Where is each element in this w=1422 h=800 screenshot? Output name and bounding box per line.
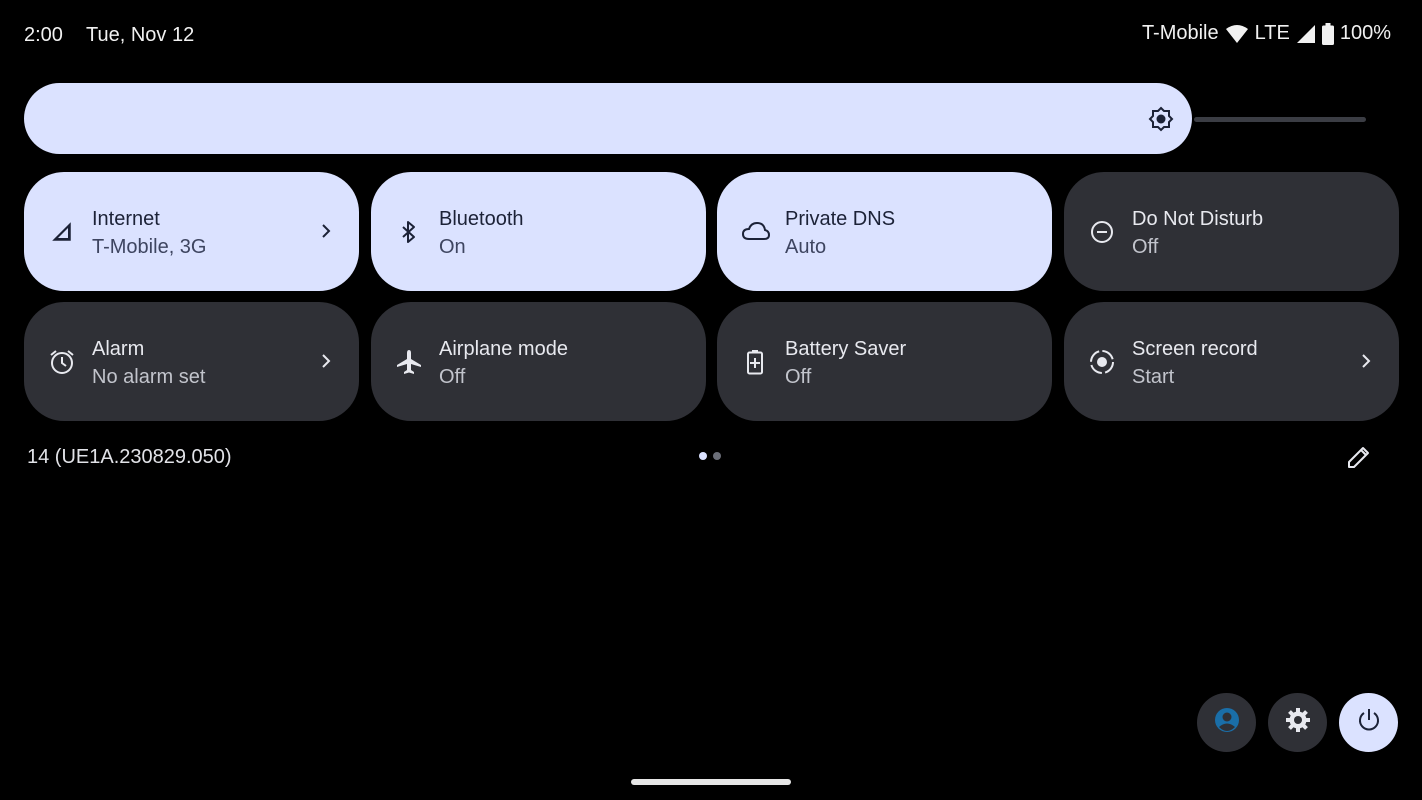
brightness-track[interactable]: [1194, 117, 1366, 122]
screen-record-icon: [1088, 348, 1116, 376]
alarm-icon: [48, 348, 76, 376]
battery-percent: 100%: [1339, 22, 1391, 44]
chevron-right-icon[interactable]: [1355, 350, 1377, 372]
tile-subtitle: Off: [439, 366, 466, 388]
build-number[interactable]: 14 (UE1A.230829.050): [27, 446, 232, 468]
tile-alarm[interactable]: Alarm No alarm set: [24, 302, 359, 421]
tile-title: Bluetooth: [439, 208, 524, 230]
wifi-icon: [1225, 23, 1249, 45]
tile-subtitle: Off: [1132, 236, 1159, 258]
page-indicator: [699, 452, 721, 460]
battery-saver-icon: [741, 348, 769, 376]
tile-screen-record[interactable]: Screen record Start: [1064, 302, 1399, 421]
page-dot-active: [699, 452, 707, 460]
brightness-slider[interactable]: [24, 83, 1366, 154]
status-time: 2:00: [24, 24, 63, 46]
signal-icon: [48, 218, 76, 246]
tile-title: Alarm: [92, 338, 145, 360]
tile-internet[interactable]: Internet T-Mobile, 3G: [24, 172, 359, 291]
tile-private-dns[interactable]: Private DNS Auto: [717, 172, 1052, 291]
do-not-disturb-icon: [1088, 218, 1116, 246]
tile-subtitle: Auto: [785, 236, 827, 258]
tile-title: Screen record: [1132, 338, 1258, 360]
user-icon: [1213, 706, 1241, 739]
tile-title: Do Not Disturb: [1132, 208, 1264, 230]
chevron-right-icon[interactable]: [315, 350, 337, 372]
tile-battery-saver[interactable]: Battery Saver Off: [717, 302, 1052, 421]
tile-do-not-disturb[interactable]: Do Not Disturb Off: [1064, 172, 1399, 291]
navigation-handle[interactable]: [631, 779, 791, 785]
tile-title: Airplane mode: [439, 338, 568, 360]
network-type-label: LTE: [1254, 22, 1290, 44]
tile-subtitle: Off: [785, 366, 812, 388]
tile-subtitle: On: [439, 236, 466, 258]
user-switch-button[interactable]: [1197, 693, 1256, 752]
gear-icon: [1284, 706, 1312, 739]
brightness-fill[interactable]: [24, 83, 1192, 154]
tile-title: Battery Saver: [785, 338, 907, 360]
status-date: Tue, Nov 12: [86, 24, 195, 46]
cloud-icon: [741, 218, 771, 246]
battery-icon: [1321, 22, 1334, 45]
bluetooth-icon: [395, 218, 423, 246]
tile-subtitle: No alarm set: [92, 366, 206, 388]
airplane-icon: [395, 348, 423, 376]
status-indicators: T-Mobile LTE 100%: [1142, 22, 1391, 45]
tile-title: Internet: [92, 208, 160, 230]
power-icon: [1355, 706, 1383, 739]
settings-button[interactable]: [1268, 693, 1327, 752]
tile-bluetooth[interactable]: Bluetooth On: [371, 172, 706, 291]
tile-subtitle: Start: [1132, 366, 1175, 388]
brightness-icon: [1148, 106, 1174, 132]
tile-airplane-mode[interactable]: Airplane mode Off: [371, 302, 706, 421]
carrier-label: T-Mobile: [1141, 22, 1219, 44]
signal-icon: [1296, 24, 1316, 44]
chevron-right-icon[interactable]: [315, 220, 337, 242]
status-bar: 2:00 Tue, Nov 12 T-Mobile LTE 100%: [0, 0, 1422, 72]
tile-title: Private DNS: [785, 208, 896, 230]
pencil-icon[interactable]: [1344, 442, 1374, 472]
page-dot: [713, 452, 721, 460]
power-button[interactable]: [1339, 693, 1398, 752]
tile-subtitle: T-Mobile, 3G: [92, 236, 207, 258]
